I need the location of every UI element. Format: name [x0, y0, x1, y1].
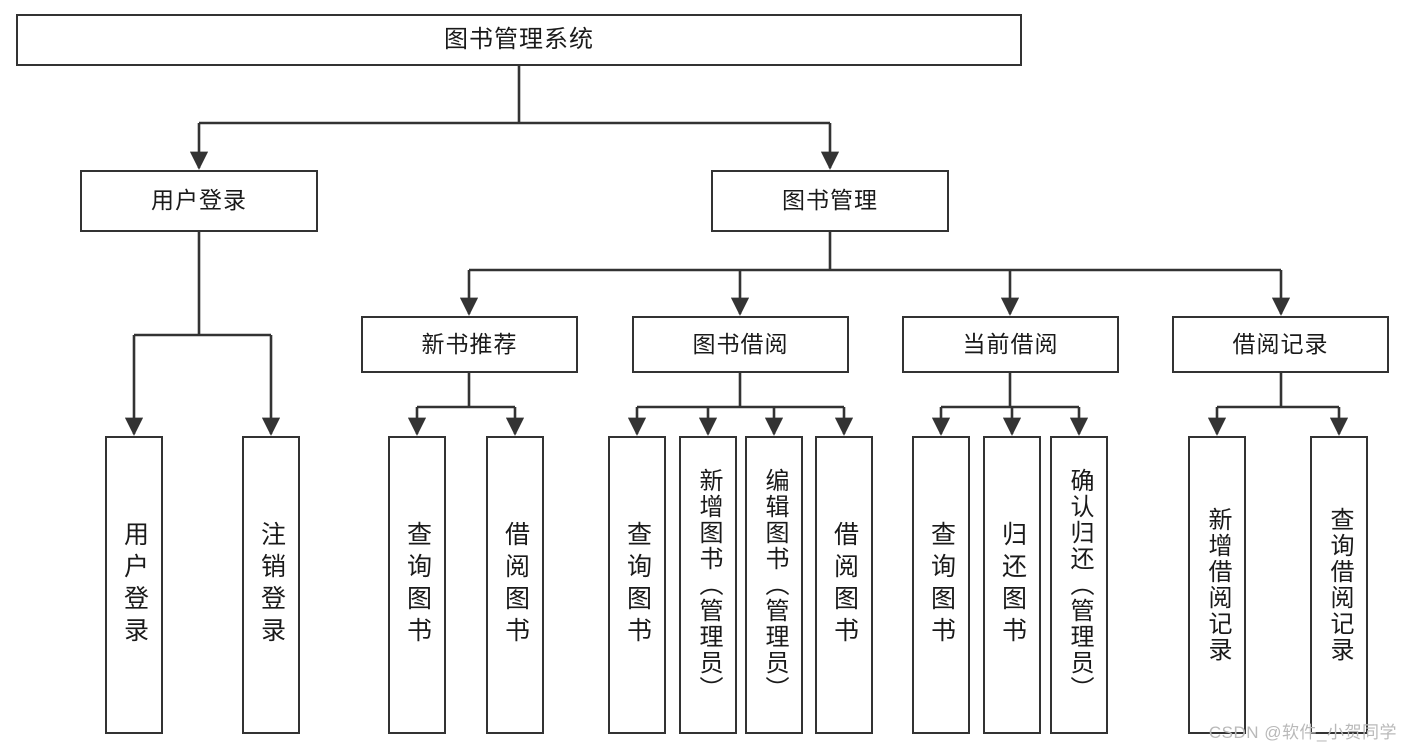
- node-leaf-label: 查询图书: [623, 521, 652, 649]
- node-leaf-3[interactable]: 借阅图书: [486, 436, 544, 734]
- node-leaf-9[interactable]: 归还图书: [983, 436, 1041, 734]
- node-level2-0[interactable]: 用户登录: [80, 170, 318, 232]
- node-level3-label: 借阅记录: [1232, 330, 1329, 357]
- node-leaf-label: 查询借阅记录: [1326, 507, 1353, 663]
- node-leaf-label: 借阅图书: [830, 521, 859, 649]
- node-leaf-6[interactable]: 编辑图书（管理员）: [745, 436, 803, 734]
- node-leaf-8[interactable]: 查询图书: [912, 436, 970, 734]
- node-leaf-11[interactable]: 新增借阅记录: [1188, 436, 1246, 734]
- node-leaf-label: 用户登录: [120, 521, 149, 649]
- node-level3-0[interactable]: 新书推荐: [361, 316, 578, 373]
- node-leaf-12[interactable]: 查询借阅记录: [1310, 436, 1368, 734]
- node-leaf-label: 查询图书: [927, 521, 956, 649]
- node-level3-label: 当前借阅: [962, 330, 1059, 357]
- node-root[interactable]: 图书管理系统: [16, 14, 1022, 66]
- node-leaf-7[interactable]: 借阅图书: [815, 436, 873, 734]
- node-leaf-4[interactable]: 查询图书: [608, 436, 666, 734]
- node-leaf-label: 注销登录: [257, 521, 286, 649]
- node-leaf-label: 借阅图书: [501, 521, 530, 649]
- node-level3-1[interactable]: 图书借阅: [632, 316, 849, 373]
- node-leaf-label: 确认归还（管理员）: [1066, 468, 1093, 702]
- node-level2-label: 用户登录: [151, 187, 247, 214]
- node-leaf-label: 编辑图书（管理员）: [761, 468, 788, 702]
- watermark: CSDN @软件_小贺同学: [1208, 723, 1397, 742]
- node-leaf-2[interactable]: 查询图书: [388, 436, 446, 734]
- node-leaf-5[interactable]: 新增图书（管理员）: [679, 436, 737, 734]
- node-level3-2[interactable]: 当前借阅: [902, 316, 1119, 373]
- node-level3-label: 新书推荐: [421, 330, 518, 357]
- node-root-label: 图书管理系统: [444, 25, 594, 53]
- node-leaf-label: 新增图书（管理员）: [695, 468, 722, 702]
- node-leaf-label: 新增借阅记录: [1204, 507, 1231, 663]
- node-leaf-10[interactable]: 确认归还（管理员）: [1050, 436, 1108, 734]
- node-level3-label: 图书借阅: [692, 330, 789, 357]
- node-leaf-1[interactable]: 注销登录: [242, 436, 300, 734]
- node-level2-1[interactable]: 图书管理: [711, 170, 949, 232]
- node-leaf-label: 归还图书: [998, 521, 1027, 649]
- node-leaf-label: 查询图书: [403, 521, 432, 649]
- node-level2-label: 图书管理: [782, 187, 878, 214]
- node-level3-3[interactable]: 借阅记录: [1172, 316, 1389, 373]
- node-leaf-0[interactable]: 用户登录: [105, 436, 163, 734]
